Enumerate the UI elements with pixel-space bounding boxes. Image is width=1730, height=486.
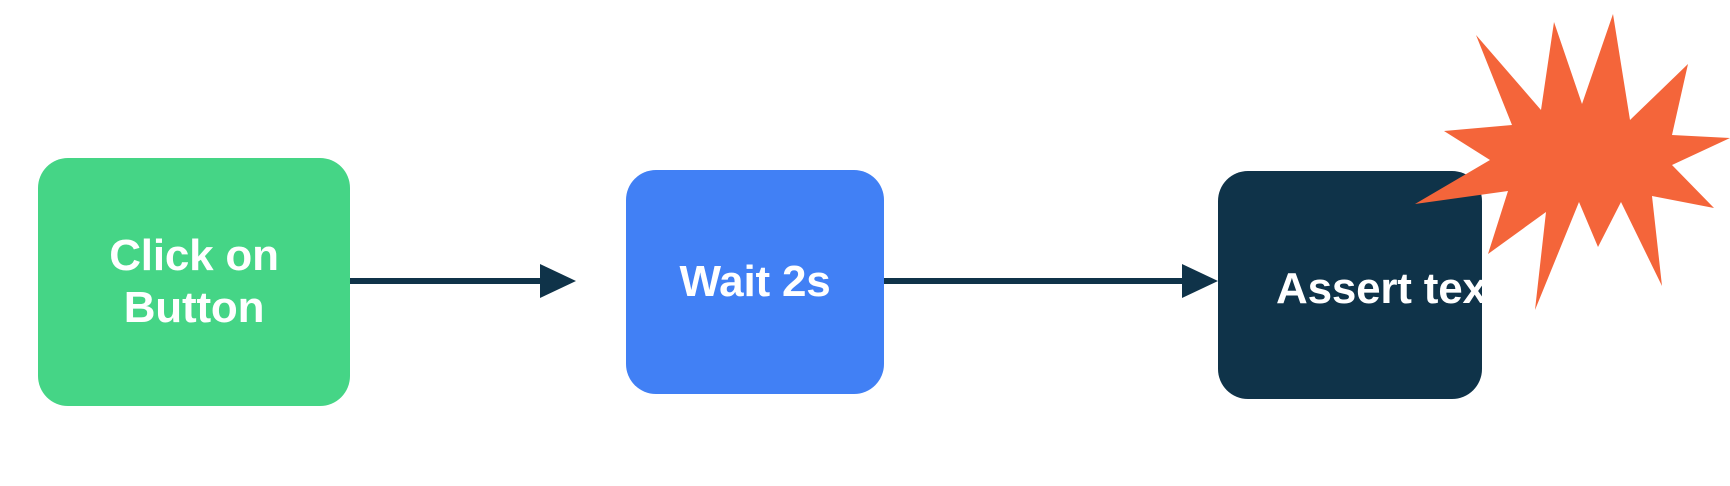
node-wait-2s-label: Wait 2s bbox=[679, 257, 831, 307]
node-assert-text-is-displayed[interactable]: Assert text is displayed bbox=[1218, 171, 1730, 399]
connector-click-to-wait bbox=[348, 264, 576, 298]
node-assert-text-is-displayed-label: Assert text is displayed bbox=[1276, 264, 1730, 314]
node-click-on-button[interactable]: Click on Button bbox=[38, 158, 350, 406]
arrowhead-icon bbox=[540, 264, 576, 298]
arrowhead-icon bbox=[1182, 264, 1218, 298]
connector-wait-to-assert bbox=[884, 264, 1218, 298]
node-wait-2s[interactable]: Wait 2s bbox=[626, 170, 884, 394]
node-click-on-button-label: Click on Button bbox=[109, 231, 279, 332]
